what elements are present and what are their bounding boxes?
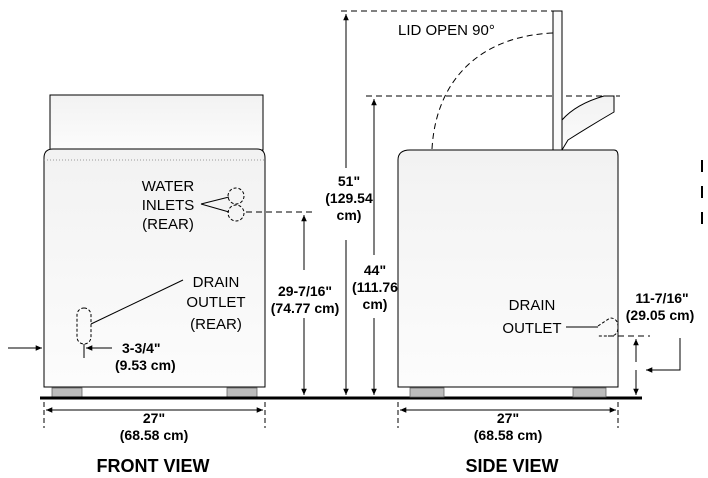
front-view-title: FRONT VIEW [97, 456, 210, 476]
side-foot-left [409, 387, 445, 398]
water-inlets-label-2: INLETS [142, 197, 195, 214]
side-drain-label-2: OUTLET [502, 320, 561, 337]
drain-leader-front [90, 279, 184, 325]
side-view-labels: LID OPEN 90° DRAIN OUTLET 11-7/16" (29.0… [398, 22, 694, 476]
water-inlet-cold [227, 204, 245, 222]
lid-height-metric-2: cm) [337, 207, 362, 223]
front-foot-left [51, 387, 83, 398]
center-dimension-labels: 29-7/16" (74.77 cm) 51" (129.54 cm) 44" … [271, 173, 398, 316]
side-depth-metric: (68.58 cm) [474, 427, 542, 443]
closed-height-value: 44" [364, 262, 386, 278]
front-backsplash [49, 94, 264, 151]
front-foot-right [226, 387, 258, 398]
side-view-title: SIDE VIEW [465, 456, 558, 476]
side-lid-open [552, 10, 563, 151]
front-drain-outlet [76, 307, 92, 345]
drain-height-metric: (29.05 cm) [626, 307, 694, 323]
side-depth-value: 27" [497, 410, 519, 426]
side-console [561, 95, 615, 152]
front-drain-label-2: OUTLET [186, 294, 245, 311]
drain-height-value: 11-7/16" [635, 290, 688, 306]
center-dimensions [40, 10, 642, 400]
lid-height-value: 51" [338, 173, 360, 189]
front-drain-label-1: DRAIN [193, 274, 240, 291]
side-drain-outlet [597, 317, 619, 337]
inlet-leader-upper [200, 196, 230, 205]
front-view-drawing [8, 94, 266, 428]
front-view-labels: WATER INLETS (REAR) DRAIN OUTLET (REAR) … [97, 178, 246, 476]
side-foot-right [572, 387, 607, 398]
closed-height-metric-1: (111.76 [352, 279, 398, 295]
water-inlets-label-3: (REAR) [142, 216, 194, 233]
side-view-drawing [397, 10, 703, 428]
water-inlet-hot [227, 187, 245, 205]
front-width-metric: (68.58 cm) [120, 427, 188, 443]
drain-height-leader [646, 338, 681, 373]
front-drain-label-3: (REAR) [190, 316, 242, 333]
side-cabinet [397, 149, 619, 388]
water-inlets-label-1: WATER [142, 178, 195, 195]
drain-offset-metric: (9.53 cm) [115, 357, 176, 373]
inlet-height-metric: (74.77 cm) [271, 300, 339, 316]
front-width-value: 27" [143, 410, 165, 426]
drain-offset-value: 3-3/4" [122, 340, 161, 356]
lid-swing-arc [431, 32, 554, 150]
inlet-height-value: 29-7/16" [278, 283, 332, 299]
inlet-leader-lower [200, 203, 230, 213]
lid-height-metric-1: (129.54 [325, 190, 373, 206]
lid-open-label: LID OPEN 90° [398, 22, 495, 39]
front-cabinet [43, 148, 266, 388]
side-drain-label-1: DRAIN [509, 297, 556, 314]
closed-height-metric-2: cm) [363, 296, 388, 312]
